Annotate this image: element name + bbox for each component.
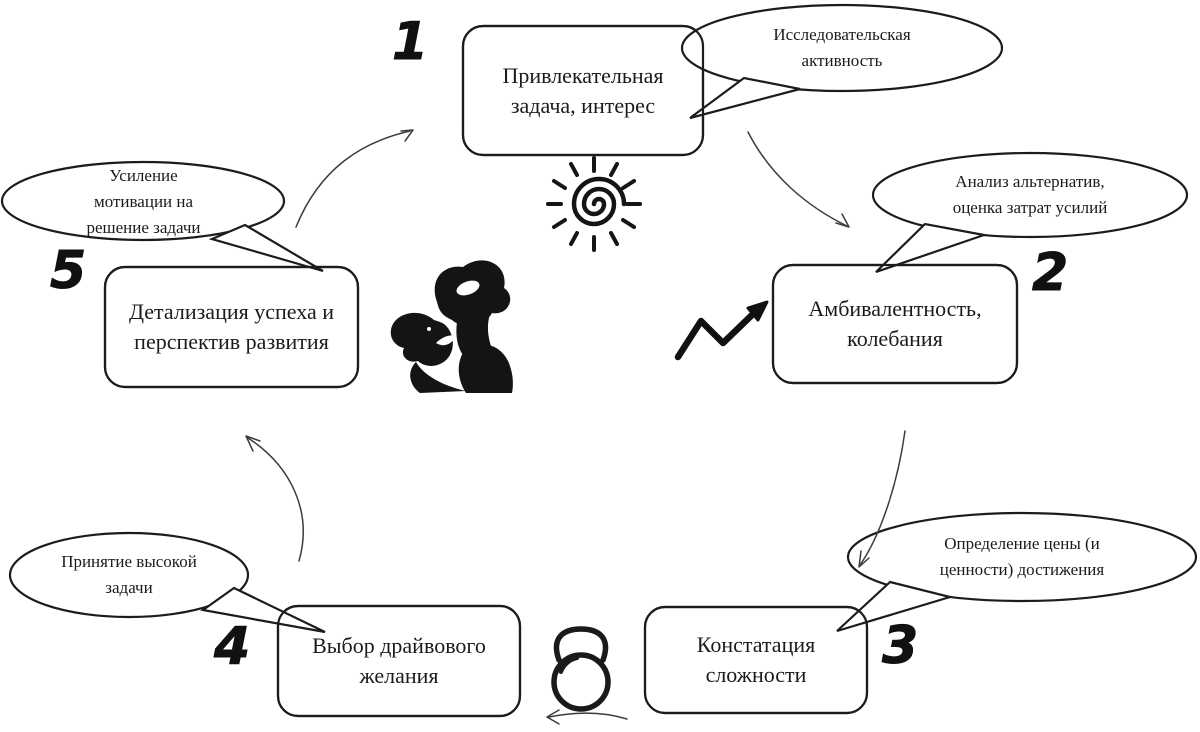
stage-4-bubble bbox=[8, 531, 250, 619]
stage-3-box bbox=[643, 605, 869, 715]
stage-box-borders bbox=[103, 24, 1019, 718]
trend-arrow-icon bbox=[674, 300, 769, 361]
arrow-stage2-to-stage3 bbox=[858, 430, 906, 568]
stage-1-bubble-tail bbox=[689, 76, 801, 120]
stage-5-box bbox=[103, 265, 360, 389]
strongman-illustration bbox=[390, 260, 513, 393]
stage-5-bubble bbox=[0, 160, 286, 242]
stage-2-bubble-tail bbox=[875, 222, 989, 274]
flow-arrows bbox=[245, 129, 906, 725]
arrow-stage1-to-stage2 bbox=[747, 131, 850, 228]
stage-box-shapes bbox=[103, 24, 1019, 718]
stage-4-box bbox=[276, 604, 522, 718]
stage-5-bubble-tail bbox=[208, 223, 324, 273]
arrow-stage3-to-stage4 bbox=[546, 709, 628, 725]
arrow-stage4-to-stage5 bbox=[245, 435, 304, 562]
sun-icon bbox=[546, 156, 642, 252]
stage-2-bubble bbox=[871, 151, 1189, 239]
stage-1-box bbox=[461, 24, 705, 157]
kettlebell-icon bbox=[551, 626, 611, 712]
stage-2-box bbox=[771, 263, 1019, 385]
stage-3-bubble bbox=[846, 511, 1198, 603]
stage-1-bubble bbox=[680, 3, 1004, 93]
stage-4-bubble-tail bbox=[200, 586, 326, 634]
stage-bubble-shapes bbox=[0, 3, 1198, 634]
arrow-stage5-to-stage1 bbox=[295, 129, 414, 228]
